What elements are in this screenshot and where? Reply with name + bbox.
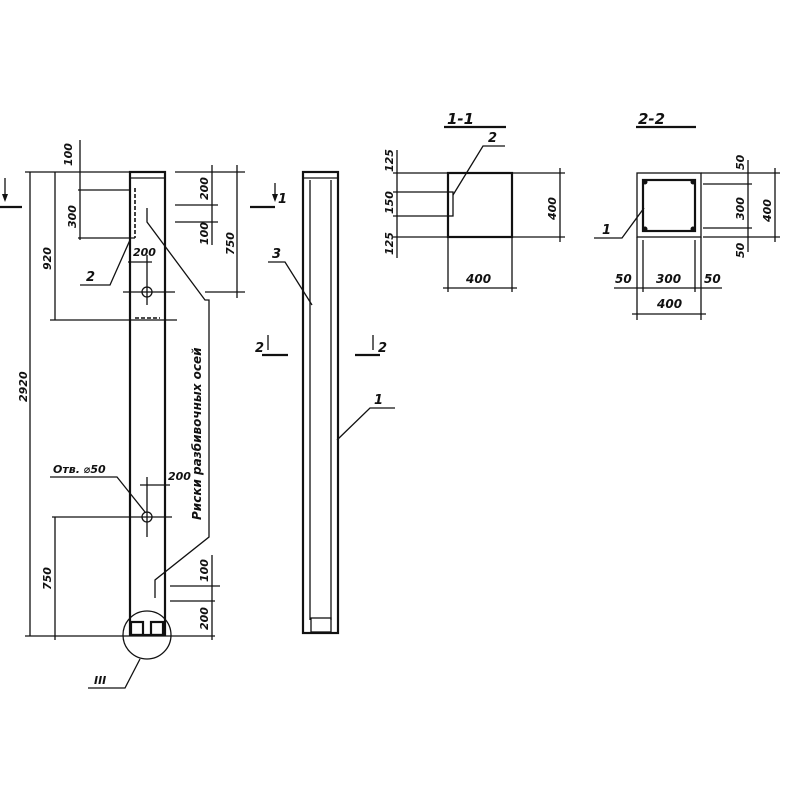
dim-bottom-hole: 750 (41, 567, 54, 590)
section-1-1: 1-1 125 150 125 400 400 2 (383, 110, 565, 292)
dim-2-2-bottom-right: 50 (704, 272, 721, 286)
dim-2-2-bottom-middle: 300 (656, 272, 681, 286)
marks-label: Риски разбивочных осей (190, 347, 204, 520)
section-1-1-title: 1-1 (447, 110, 474, 128)
section-1-1-callout: 2 (488, 131, 497, 146)
dim-2-2-right-total: 400 (761, 199, 774, 223)
dim-hole-offset-bottom: 200 (168, 470, 191, 483)
dim-1-1-height: 400 (546, 197, 559, 221)
dim-hole-offset-top: 200 (133, 246, 156, 259)
front-view: 100 300 920 2920 750 200 200 100 750 100… (0, 140, 245, 689)
dim-2-2-right-middle: 300 (734, 197, 747, 220)
section-2-2-callout: 1 (602, 223, 611, 238)
detail-circle (122, 610, 172, 660)
section-mark-2-right: 2 (378, 341, 387, 356)
column-outline (128, 170, 167, 637)
dim-mark-bottom-b: 200 (198, 607, 211, 630)
dim-mark-bottom-a: 100 (198, 559, 211, 582)
callout-3: 3 (272, 247, 281, 262)
section-2-2-outline (636, 172, 702, 238)
section-2-2-title: 2-2 (638, 110, 665, 128)
dim-1-1-middle: 150 (383, 191, 396, 214)
dim-to-hole-right: 750 (224, 232, 237, 255)
hole-label: Отв. ⌀50 (53, 463, 106, 476)
side-outline (301, 170, 340, 635)
dim-1-1-bottom: 125 (383, 232, 396, 255)
marks-leader (146, 208, 210, 598)
dim-2-2-bottom-total: 400 (656, 297, 682, 311)
section-mark-2-left: 2 (255, 341, 264, 356)
callout-1: 1 (374, 393, 383, 408)
dim-mark-top-b: 100 (198, 222, 211, 245)
dim-to-hole: 920 (41, 247, 54, 270)
reinforcement-cage (641, 178, 697, 233)
dim-top-offset: 100 (62, 143, 75, 166)
callout-detail: III (94, 674, 106, 687)
dim-plate-height: 300 (66, 205, 79, 228)
callout-plate: 2 (86, 270, 95, 285)
dim-1-1-top: 125 (383, 149, 396, 172)
section-1-1-outline (446, 171, 514, 239)
dim-2-2-right-bottom: 50 (734, 242, 747, 258)
dim-mark-top-a: 200 (198, 177, 211, 200)
side-view: 1 2 2 3 1 (250, 170, 395, 635)
dim-2-2-right-top: 50 (734, 154, 747, 170)
dim-total-height: 2920 (17, 371, 30, 402)
section-2-2: 2-2 50 300 50 400 50 300 50 400 1 (594, 110, 780, 320)
section-mark-1: 1 (278, 192, 287, 207)
dim-1-1-width: 400 (465, 272, 491, 286)
dim-2-2-bottom-left: 50 (615, 272, 632, 286)
section-1-1-plate (447, 191, 454, 217)
